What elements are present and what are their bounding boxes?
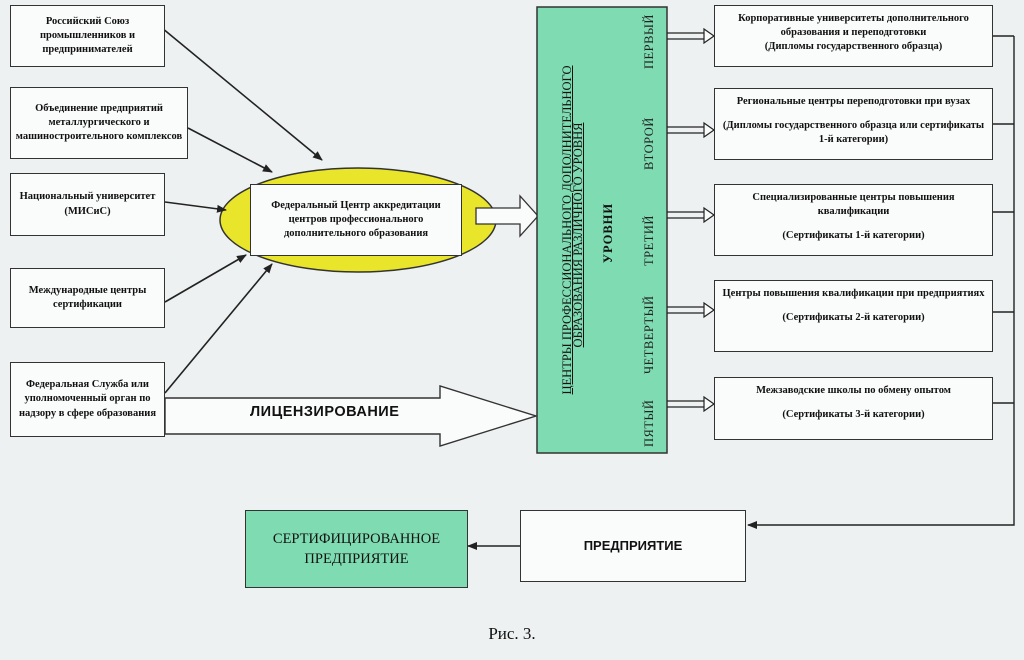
enterprise-box: ПРЕДПРИЯТИЕ [520,510,746,582]
right-center-enterprise-title: Центры повышения квалификации при предпр… [722,288,985,299]
org-association-label: Объединение предприятий металлургическог… [15,102,183,143]
federal-center-label: Федеральный Центр аккредитации центров п… [271,199,441,240]
right-center-specialized-note: (Сертификаты 1-й категории) [782,230,925,242]
org-rspp-label: Российский Союз промышленников и предпри… [39,15,136,56]
federal-center-box: Федеральный Центр аккредитации центров п… [250,184,462,256]
arrow-intl [164,254,247,303]
org-rspp: Российский Союз промышленников и предпри… [10,5,165,67]
arrow-rspp [161,27,323,161]
org-university-label: Национальный университет (МИСиС) [19,191,156,217]
right-center-regional-title: Региональные центры переподготовки при в… [736,96,971,107]
figure-caption: Рис. 3. [488,624,536,643]
org-association: Объединение предприятий металлургическог… [10,87,188,159]
org-federal-service-label: Федеральная Служба или уполномоченный ор… [18,379,157,419]
level-fifth: ПЯТЫЙ [642,399,656,447]
enterprise-label: ПРЕДПРИЯТИЕ [583,538,683,554]
level-third: ТРЕТИЙ [642,215,656,266]
level-fourth: ЧЕТВЕРТЫЙ [642,295,656,374]
licensing-label: ЛИЦЕНЗИРОВАНИЕ [250,404,400,420]
levels-title: УРОВНИ [601,202,615,264]
certified-enterprise-box: СЕРТИФИЦИРОВАННОЕ ПРЕДПРИЯТИЕ [245,510,468,588]
right-center-regional-note: (Дипломы государственного образца или се… [722,120,985,146]
licensing-arrow [164,385,539,447]
org-federal-service: Федеральная Служба или уполномоченный ор… [10,362,165,437]
collector-lines [747,35,1015,529]
vertical-title-line2: ОБРАЗОВАНИЯ РАЗЛИЧНОГО УРОВНЯ [571,122,585,348]
right-center-specialized: Специализированные центры повышения квал… [714,184,993,256]
right-center-regional: Региональные центры переподготовки при в… [714,88,993,160]
right-center-corporate: Корпоративные университеты дополнительно… [714,5,993,67]
arrow-federal [164,263,273,394]
level-first: ПЕРВЫЙ [642,14,656,69]
right-center-interfactory: Межзаводские школы по обмену опытом (Сер… [714,377,993,440]
org-international: Международные центры сертификации [10,268,165,328]
arrow-university [164,201,227,213]
certified-enterprise-label: СЕРТИФИЦИРОВАННОЕ ПРЕДПРИЯТИЕ [272,530,441,567]
org-university: Национальный университет (МИСиС) [10,173,165,236]
right-center-enterprise: Центры повышения квалификации при предпр… [714,280,993,352]
right-center-specialized-title: Специализированные центры повышения квал… [752,192,955,218]
right-center-interfactory-title: Межзаводские школы по обмену опытом [756,385,951,396]
vertical-centers-box [536,6,668,454]
ellipse-to-centers-arrow [475,194,539,238]
right-center-corporate-title: Корпоративные университеты дополнительно… [738,13,969,39]
right-center-enterprise-note: (Сертификаты 2-й категории) [782,312,925,324]
right-center-corporate-note: (Дипломы государственного образца) [764,41,943,53]
right-center-interfactory-note: (Сертификаты 3-й категории) [782,409,925,421]
arrow-association [187,127,273,173]
org-international-label: Международные центры сертификации [28,284,147,310]
level-second: ВТОРОЙ [642,117,656,170]
